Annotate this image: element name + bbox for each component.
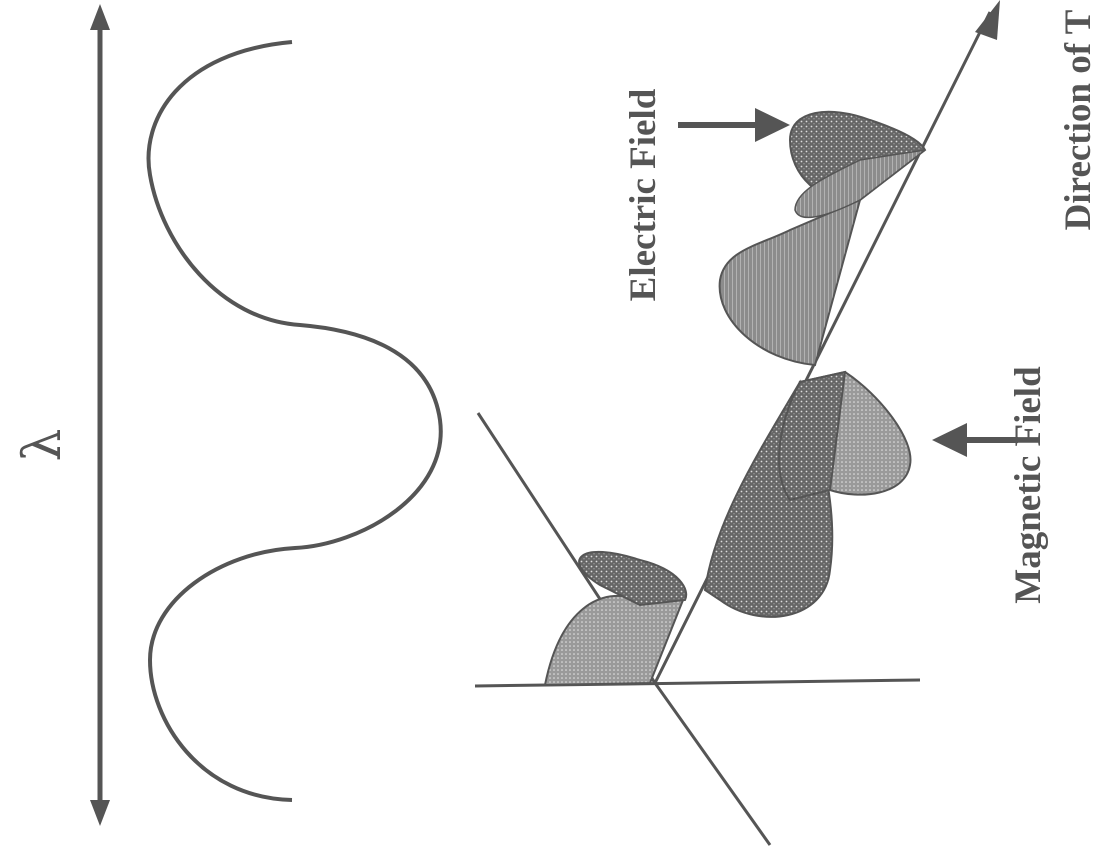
electric-field-pointer (678, 108, 790, 142)
magnetic-field-pointer (932, 423, 1018, 457)
field-lobes (545, 112, 925, 685)
direction-label: Direction of T (1058, 9, 1097, 230)
vertical-axis (475, 680, 920, 686)
horizontal-axis-lower (655, 683, 770, 845)
lambda-symbol: λ (13, 429, 73, 462)
magnetic-field-label: Magnetic Field (1008, 366, 1049, 604)
wavelength-arrow (90, 4, 110, 826)
electric-field-label: Electric Field (623, 88, 664, 301)
wave-curve (149, 42, 441, 800)
